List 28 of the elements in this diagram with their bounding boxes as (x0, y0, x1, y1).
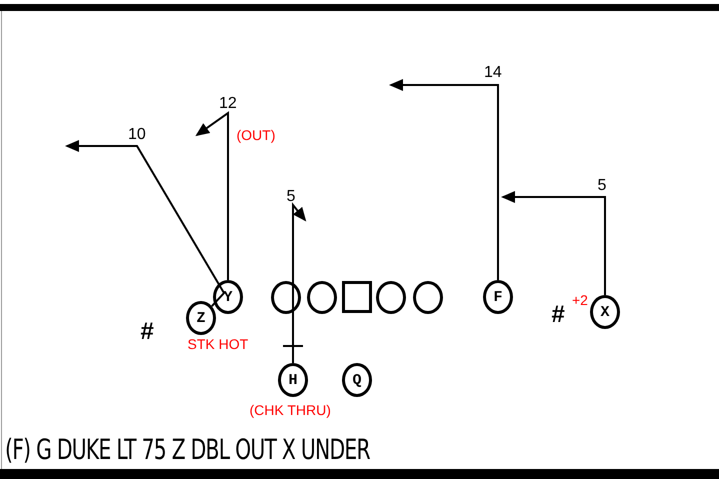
player-marker: F (483, 280, 513, 314)
route-note: (CHK THRU) (250, 403, 331, 417)
route-arrow (501, 191, 606, 295)
route-depth-label: 5 (286, 189, 296, 205)
route-depth-label: 5 (598, 178, 606, 194)
hash-mark: # (552, 303, 565, 327)
route-depth-label: 10 (128, 127, 146, 143)
center-square (342, 281, 372, 313)
route-arrow (292, 202, 306, 363)
player-marker: Z (186, 301, 216, 335)
player-marker: H (278, 363, 308, 397)
player-marker: Y (213, 280, 243, 314)
route-arrow (389, 79, 499, 280)
route-arrow (65, 140, 226, 307)
lineman-circle (413, 280, 443, 314)
route-note: +2 (572, 293, 588, 307)
route-note: (OUT) (236, 128, 276, 142)
hash-mark: # (140, 320, 154, 344)
lineman-circle (376, 280, 406, 314)
lineman-circle (271, 280, 301, 314)
player-marker: Q (342, 363, 372, 397)
route-note: STK HOT (188, 337, 248, 351)
route-depth-label: 12 (219, 96, 237, 112)
route-arrow (195, 111, 229, 280)
play-caption: (F) G DUKE LT 75 Z DBL OUT X UNDER (5, 436, 370, 464)
lineman-circle (307, 280, 337, 314)
route-depth-label: 14 (484, 65, 502, 81)
player-marker: X (590, 295, 620, 329)
